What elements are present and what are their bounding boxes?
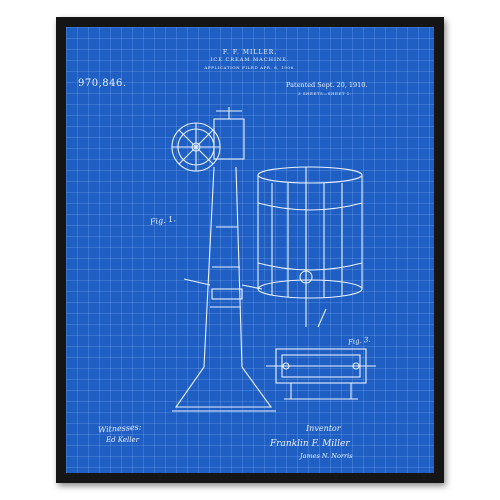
- patent-filed-date: APPLICATION FILED APR. 6, 1906.: [204, 65, 296, 70]
- attorney-signature: James N. Norris: [300, 452, 353, 460]
- patent-number: 970,846.: [78, 78, 127, 89]
- inventor-signature: Franklin F. Miller: [270, 439, 350, 449]
- poster-frame: F. F. MILLER. ICE CREAM MACHINE. APPLICA…: [56, 17, 444, 483]
- inventor-label: Inventor: [306, 424, 341, 433]
- blueprint-print: F. F. MILLER. ICE CREAM MACHINE. APPLICA…: [66, 27, 434, 473]
- sheet-count: 3 SHEETS—SHEET 1.: [298, 91, 352, 96]
- patent-inventor-heading: F. F. MILLER.: [222, 49, 278, 56]
- ice-cream-machine-drawing: [171, 107, 376, 412]
- witness-signature: Ed Keller: [106, 436, 139, 444]
- patented-date: Patented Sept. 20, 1910.: [286, 81, 368, 89]
- patent-title: ICE CREAM MACHINE.: [210, 57, 290, 63]
